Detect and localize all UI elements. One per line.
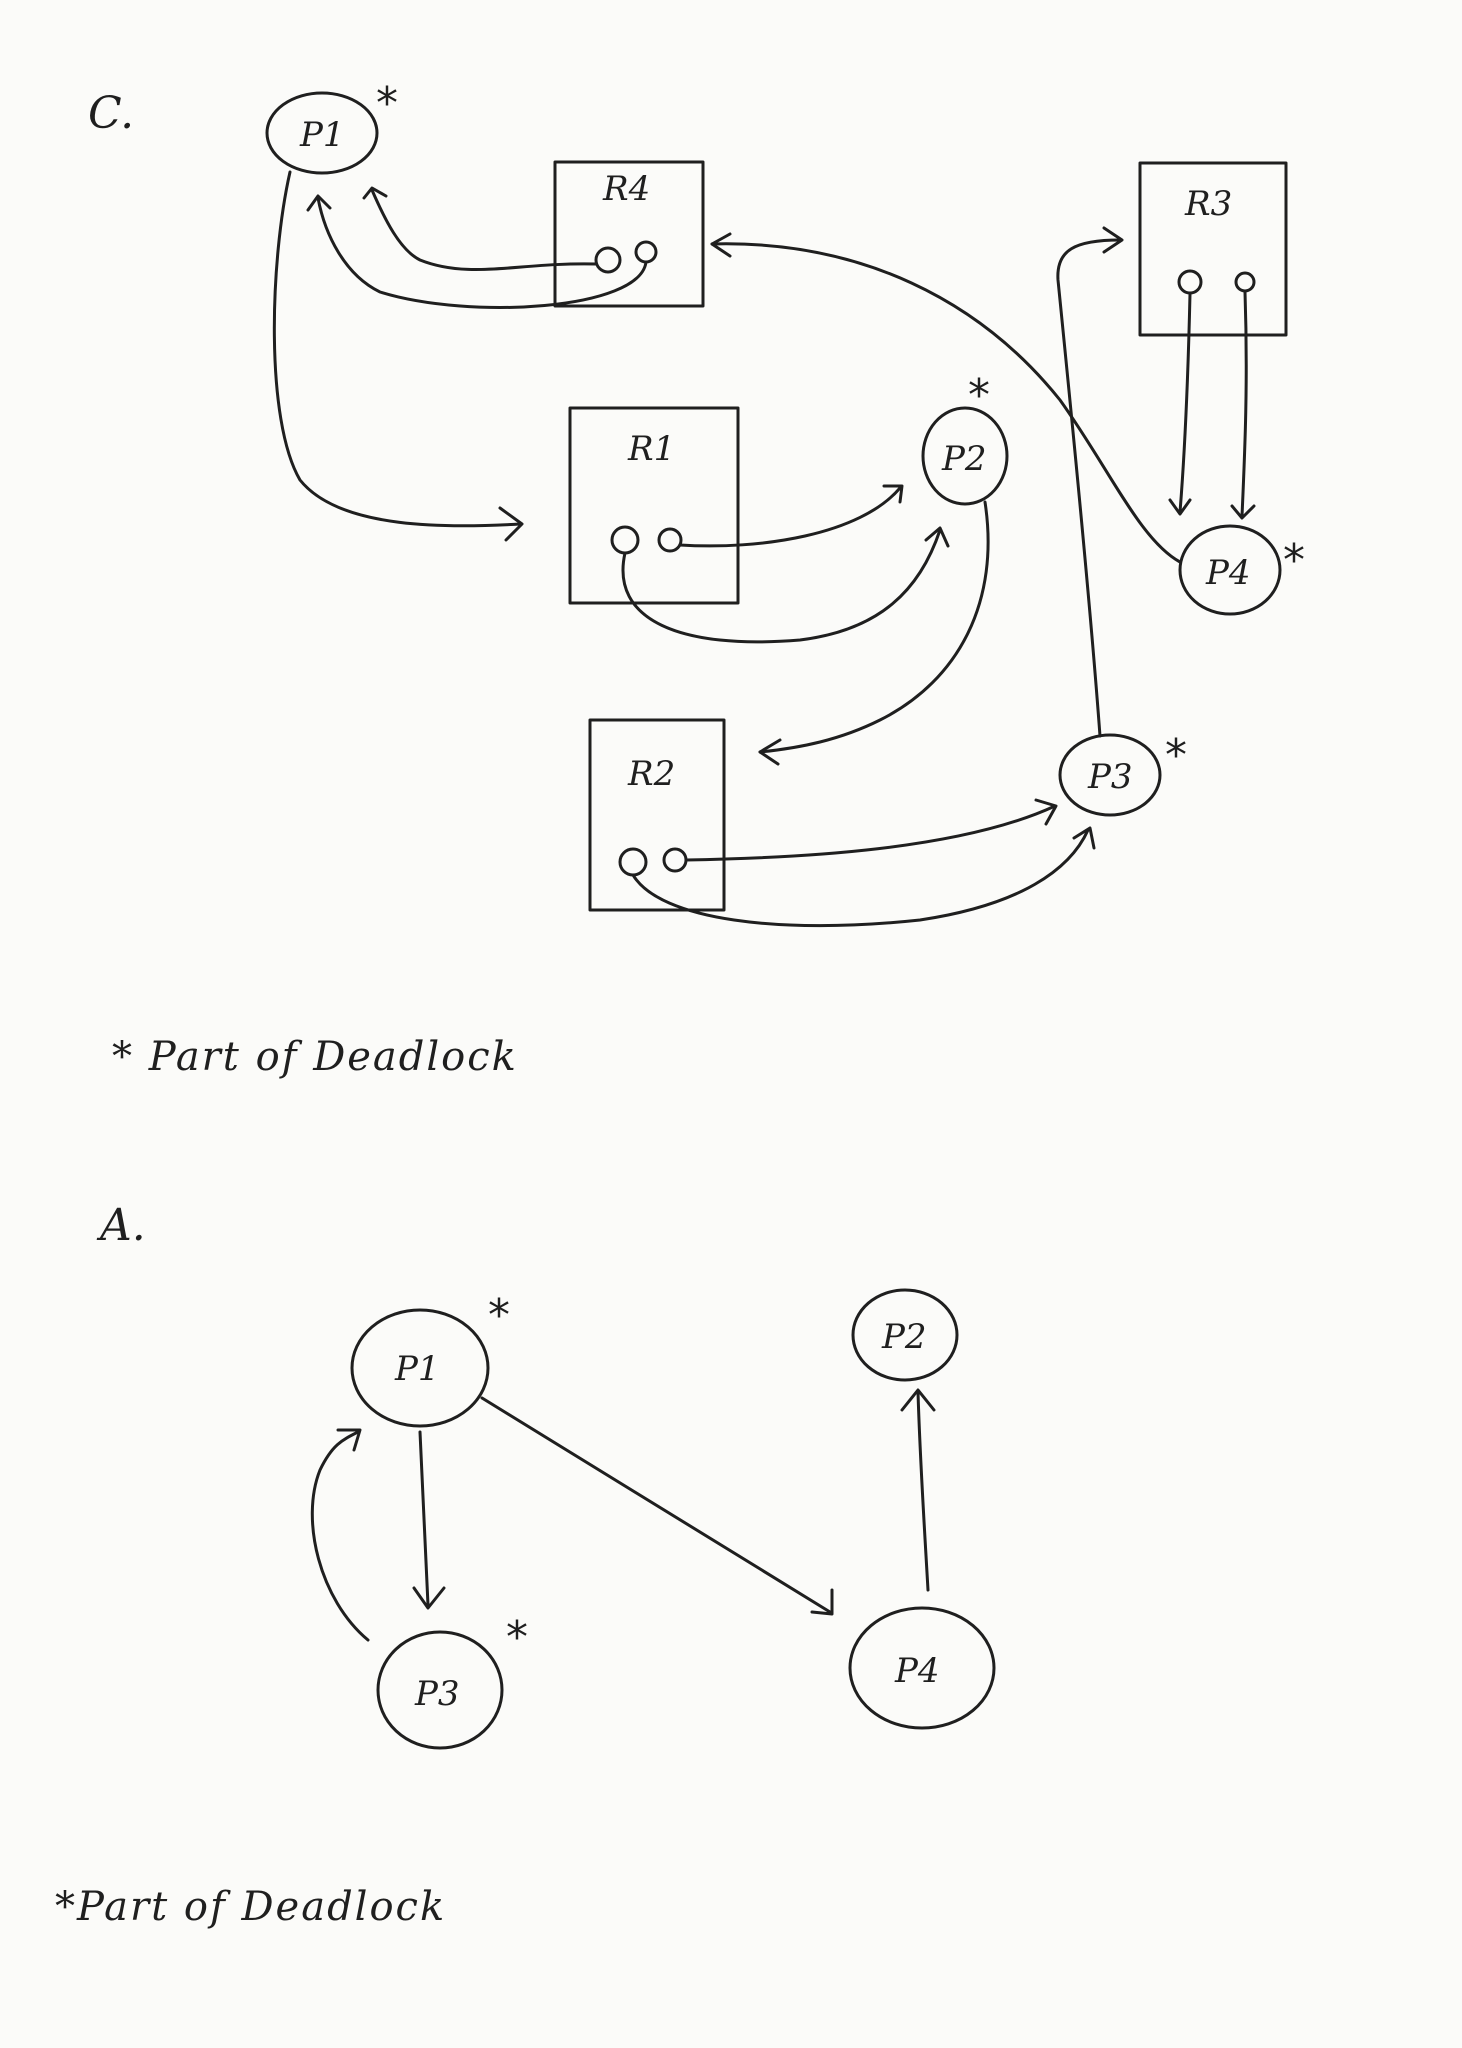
process-p2-c-label: P2 <box>941 439 987 479</box>
arrowhead-p3-r3 <box>1102 226 1124 254</box>
process-p2-c: P2 * <box>921 370 1009 506</box>
arrowhead-p2-r2 <box>758 738 782 766</box>
process-p4-a: P4 <box>848 1606 996 1730</box>
edge-p4-p2-a <box>916 1390 930 1592</box>
arrowhead-r3-p4-a <box>1168 498 1192 516</box>
resource-r4-label: R4 <box>602 169 650 209</box>
process-p1-a: P1 * <box>350 1290 510 1428</box>
process-p1-a-label: P1 <box>394 1349 440 1389</box>
edge-r2-p3-a <box>684 804 1057 862</box>
resource-r3-label: R3 <box>1184 184 1232 224</box>
edge-p1-r1 <box>272 170 522 528</box>
edge-p4-r4 <box>710 242 1182 564</box>
edge-r1-p2-b <box>621 528 942 644</box>
deadlock-star-p3-c: * <box>1165 730 1187 781</box>
resource-r2: R2 <box>588 718 726 912</box>
edge-r3-p4-b <box>1240 290 1248 518</box>
deadlock-star-p1-a: * <box>488 1290 510 1341</box>
arrowhead-p3-p1-a <box>336 1428 362 1452</box>
arrowhead-p4-p2-a <box>900 1388 936 1412</box>
process-p4-c: P4 * <box>1178 524 1305 616</box>
section-label-c: C. <box>88 88 134 139</box>
edge-p3-p1-a <box>310 1430 370 1642</box>
r4-instance-2 <box>634 240 658 264</box>
edge-p1-p4-a <box>480 1396 832 1614</box>
edge-r4-p1-b <box>316 196 648 309</box>
process-p1-c: P1 * <box>265 78 398 175</box>
deadlock-star-p2-c: * <box>968 370 990 421</box>
legend-a: *Part of Deadlock <box>55 1884 446 1930</box>
r4-instance-1 <box>594 246 622 274</box>
r1-instance-2 <box>657 527 683 553</box>
r2-instance-2 <box>662 847 688 873</box>
process-p2-a-label: P2 <box>881 1317 927 1357</box>
arrowhead-r2-p3-b <box>1072 826 1096 850</box>
process-p4-c-label: P4 <box>1205 553 1251 593</box>
r3-instance-2 <box>1234 271 1256 293</box>
resource-r4: R4 <box>553 160 705 308</box>
resource-r2-label: R2 <box>627 754 675 794</box>
edge-r2-p3-b <box>631 828 1090 928</box>
edge-p3-r3 <box>1056 238 1122 738</box>
process-p3-c: P3 * <box>1058 730 1187 817</box>
process-p3-c-label: P3 <box>1087 757 1133 797</box>
edge-r1-p2-a <box>678 486 902 548</box>
resource-r1: R1 <box>568 406 740 605</box>
arrowhead-r1-p2-a <box>882 484 904 504</box>
deadlock-star-p1-c: * <box>376 78 398 129</box>
arrowhead-p1-r1 <box>498 506 524 542</box>
edge-p1-p3-a <box>418 1430 430 1607</box>
r3-instance-1 <box>1177 269 1203 295</box>
arrowhead-r4-p1-a <box>362 186 388 200</box>
edge-r3-p4-a <box>1178 292 1192 514</box>
r1-instance-1 <box>610 525 640 555</box>
process-p2-a: P2 <box>851 1288 959 1382</box>
edge-p2-r2 <box>758 500 990 754</box>
arrowhead-p4-r4 <box>710 232 732 258</box>
deadlock-star-p4-c: * <box>1283 535 1305 586</box>
process-p1-c-label: P1 <box>299 115 345 155</box>
arrowhead-p1-p3-a <box>412 1586 446 1610</box>
process-p3-a: P3 * <box>376 1612 528 1750</box>
deadlock-star-p3-a: * <box>506 1612 528 1663</box>
r2-instance-1 <box>618 847 648 877</box>
resource-r1-label: R1 <box>627 429 675 469</box>
arrowhead-p1-p4-a <box>810 1588 834 1616</box>
process-p3-a-label: P3 <box>414 1674 460 1714</box>
arrowhead-r1-p2-b <box>924 526 950 548</box>
legend-c: * Part of Deadlock <box>112 1034 518 1080</box>
resource-r3: R3 <box>1138 161 1288 337</box>
process-p4-a-label: P4 <box>894 1651 940 1691</box>
section-label-a: A. <box>96 1200 146 1251</box>
arrowhead-r4-p1-b <box>306 194 332 212</box>
edge-r4-p1-a <box>370 188 598 272</box>
arrowhead-r2-p3-a <box>1034 798 1058 826</box>
arrowhead-r3-p4-b <box>1230 504 1256 520</box>
